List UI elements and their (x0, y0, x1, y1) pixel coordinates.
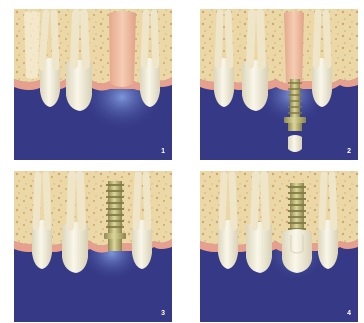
empty-socket (284, 11, 304, 86)
step-1-panel: 1 (14, 9, 172, 160)
missing-tooth-illustration (14, 9, 172, 160)
abutment (108, 239, 122, 251)
abutment-illustration (14, 171, 172, 322)
empty-socket (109, 11, 136, 87)
step-number: 4 (347, 310, 351, 317)
step-number: 1 (161, 148, 165, 155)
step-number: 2 (347, 148, 351, 155)
implant-placement-illustration (200, 9, 358, 160)
crown-cap (288, 135, 302, 152)
step-3-panel: 3 (14, 171, 172, 322)
implant-screw (288, 183, 306, 235)
step-4-panel: 4 (200, 171, 358, 322)
step-number: 3 (161, 310, 165, 317)
implant-crown (282, 229, 312, 273)
step-2-panel: 2 (200, 9, 358, 160)
restored-crown-illustration (200, 171, 358, 322)
